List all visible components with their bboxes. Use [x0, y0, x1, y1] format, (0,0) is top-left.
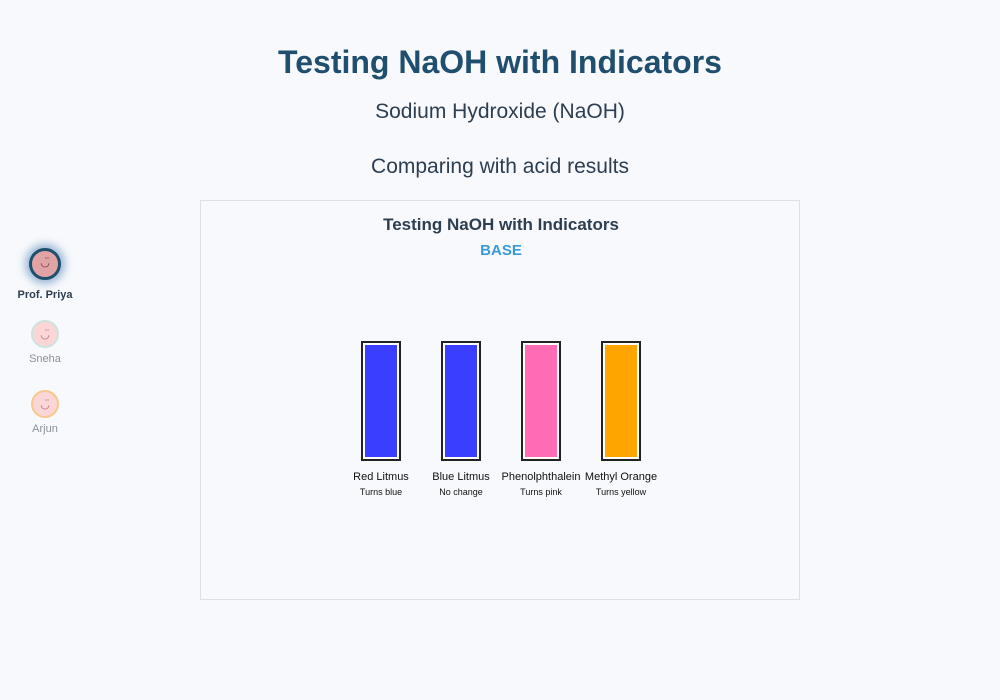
indicator-strip-methyl-orange: Methyl Orange Turns yellow: [581, 341, 661, 497]
substance-type-label: BASE: [480, 242, 522, 259]
page-subtitle: Sodium Hydroxide (NaOH): [375, 100, 625, 123]
indicator-strip-phenolphthalein: Phenolphthalein Turns pink: [501, 341, 581, 497]
indicator-result: No change: [439, 487, 483, 497]
indicator-tube: [361, 341, 401, 461]
page-title: Testing NaOH with Indicators: [278, 44, 722, 80]
indicator-panel: Testing NaOH with Indicators BASE Red Li…: [200, 200, 800, 600]
participant-arjun[interactable]: ◡̈ Arjun: [0, 390, 90, 435]
participant-name: Sneha: [29, 353, 61, 365]
indicator-strip-red-litmus: Red Litmus Turns blue: [341, 341, 421, 497]
avatar: ◡̈: [31, 390, 59, 418]
panel-title: Testing NaOH with Indicators: [383, 215, 619, 234]
avatar: ◡̈: [29, 248, 61, 280]
participant-prof-priya[interactable]: ◡̈ Prof. Priya: [0, 248, 90, 301]
avatar: ◡̈: [31, 320, 59, 348]
indicator-result: Turns yellow: [595, 487, 647, 497]
indicator-name: Blue Litmus: [432, 471, 490, 483]
indicator-tube: [441, 341, 481, 461]
indicator-tube: [521, 341, 561, 461]
indicator-name: Phenolphthalein: [501, 471, 581, 483]
smiley-face-icon: ◡̈: [40, 257, 50, 269]
participant-name: Arjun: [32, 423, 58, 435]
indicator-color-fill: [605, 345, 637, 457]
indicator-tube: [601, 341, 641, 461]
indicator-name: Methyl Orange: [584, 471, 658, 483]
indicator-strip-blue-litmus: Blue Litmus No change: [421, 341, 501, 497]
participant-sneha[interactable]: ◡̈ Sneha: [0, 320, 90, 365]
indicator-name: Red Litmus: [353, 471, 409, 483]
indicator-color-fill: [365, 345, 397, 457]
participant-name: Prof. Priya: [17, 289, 73, 301]
indicator-result: Turns pink: [520, 487, 562, 497]
indicator-result: Turns blue: [359, 487, 403, 497]
page-caption: Comparing with acid results: [371, 155, 629, 178]
smiley-face-icon: ◡̈: [40, 329, 50, 341]
indicator-color-fill: [525, 345, 557, 457]
indicator-color-fill: [445, 345, 477, 457]
smiley-face-icon: ◡̈: [40, 399, 50, 411]
